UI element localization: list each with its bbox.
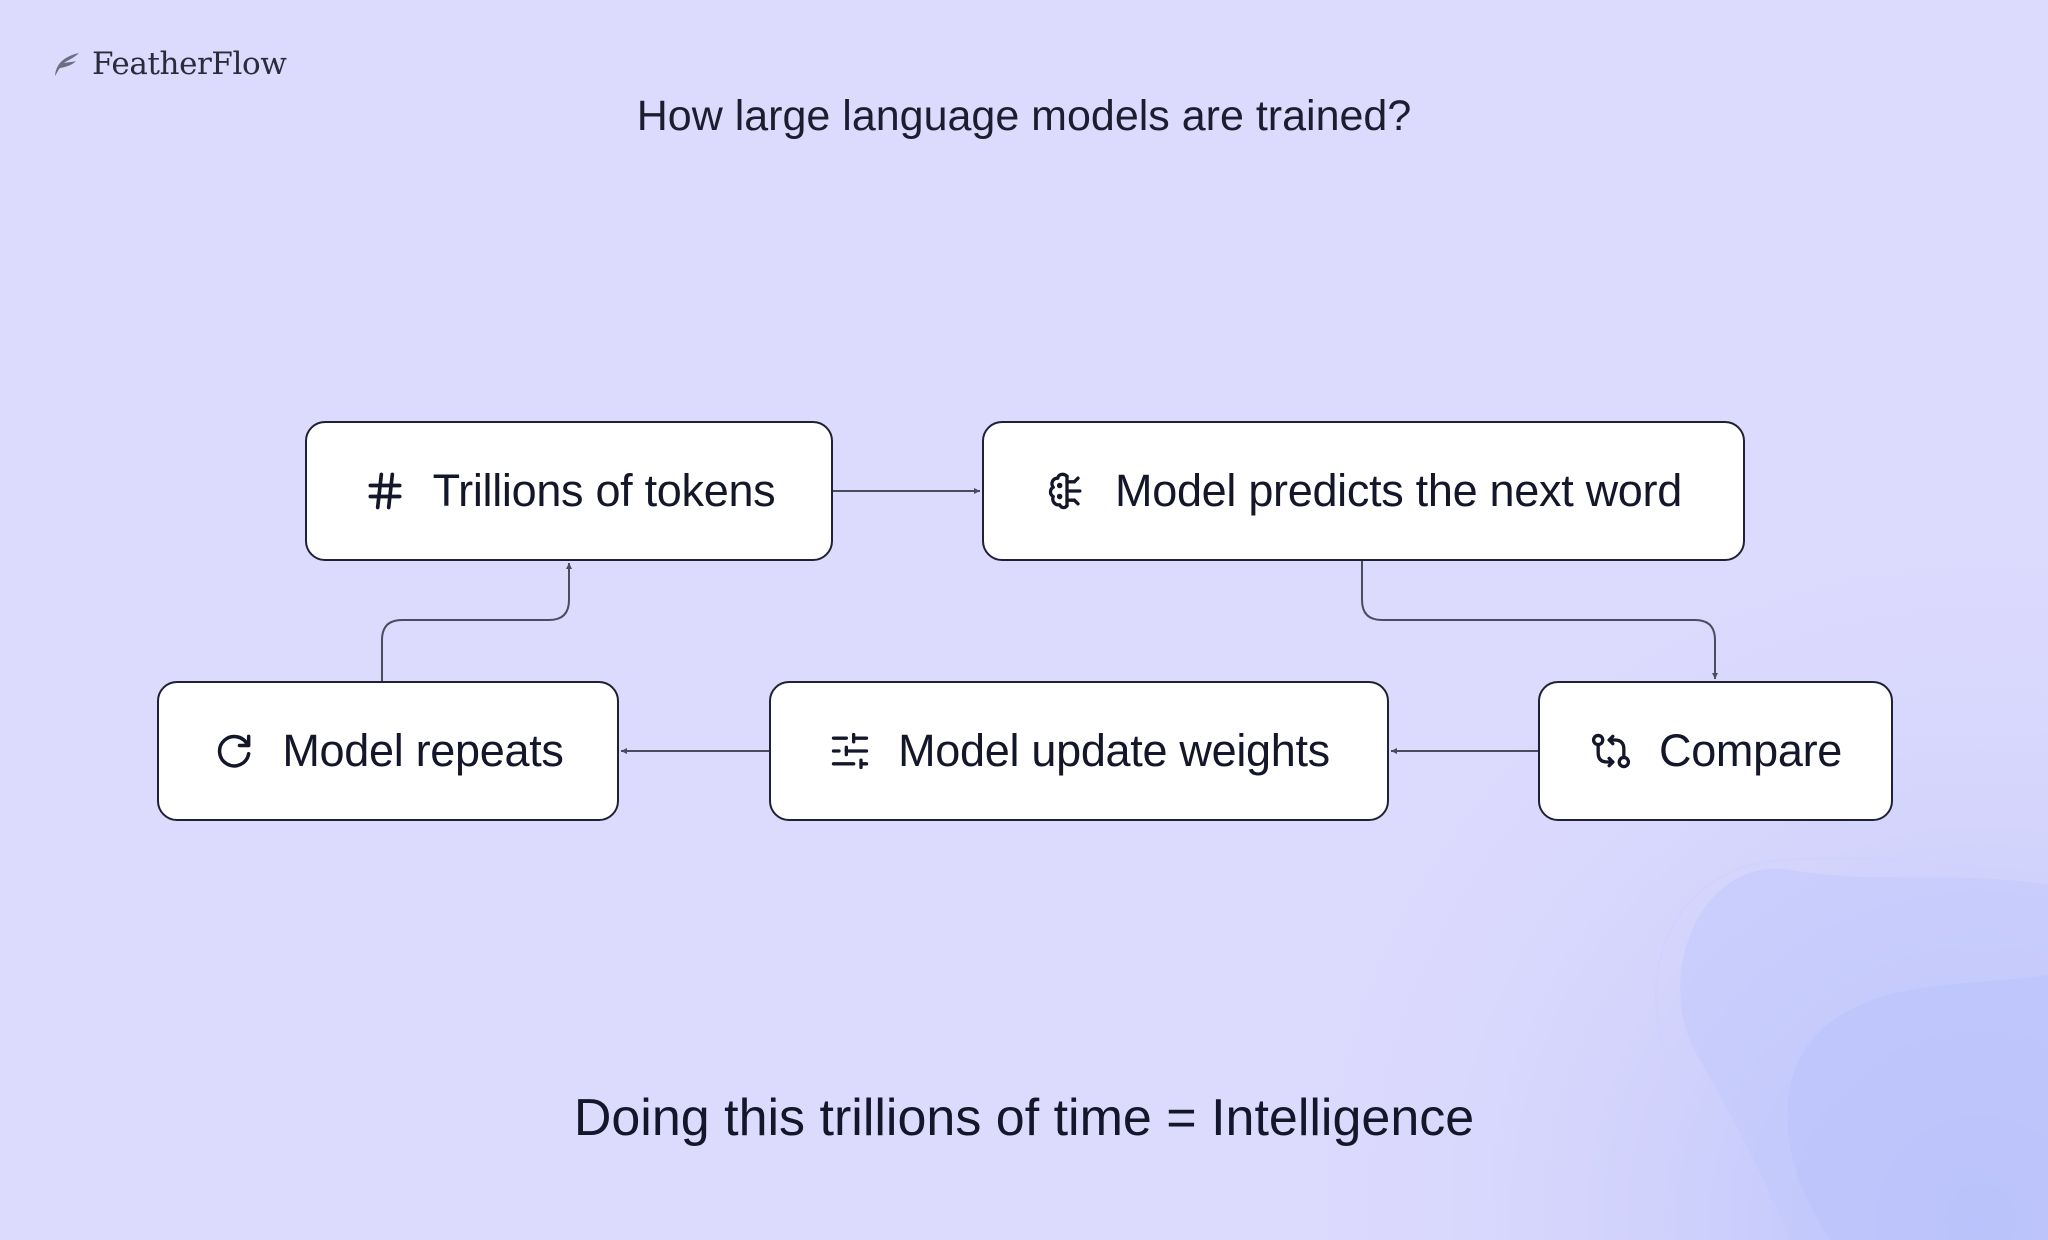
feather-logo-icon — [55, 53, 79, 76]
footer-statement: Doing this trillions of time = Intellige… — [573, 1089, 1475, 1147]
brain-icon — [1045, 469, 1089, 513]
node-model-predicts: Model predicts the next word — [982, 421, 1745, 561]
node-model-repeats: Model repeats — [157, 681, 619, 821]
node-model-update-weights: Model update weights — [769, 681, 1389, 821]
node-label: Trillions of tokens — [432, 465, 776, 516]
node-compare: Compare — [1538, 681, 1893, 821]
node-label: Model repeats — [282, 725, 564, 776]
git-compare-icon — [1589, 729, 1633, 773]
node-label: Compare — [1659, 725, 1842, 776]
node-trillions-of-tokens: Trillions of tokens — [305, 421, 833, 561]
brand-name: FeatherFlow — [92, 46, 287, 82]
page-title: How large language models are trained? — [636, 92, 1412, 140]
refresh-icon — [212, 729, 256, 773]
node-label: Model update weights — [898, 725, 1330, 776]
sliders-icon — [828, 729, 872, 773]
node-label: Model predicts the next word — [1115, 465, 1682, 516]
hash-icon — [363, 469, 407, 513]
brand-logo: FeatherFlow — [52, 44, 287, 84]
